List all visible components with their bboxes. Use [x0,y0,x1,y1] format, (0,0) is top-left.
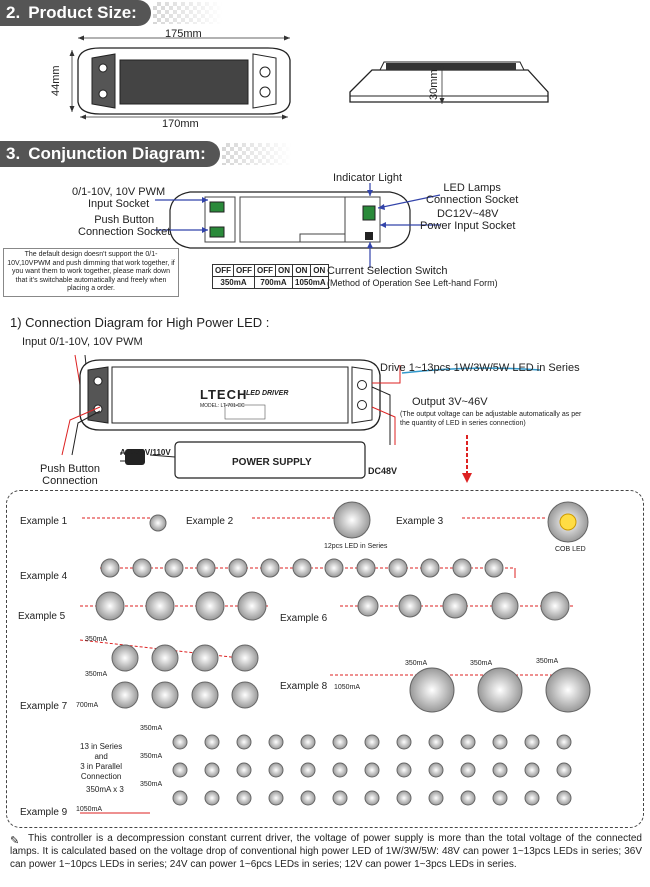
connection-heading: 1) Connection Diagram for High Power LED… [10,315,270,330]
dim-top-width: 175mm [165,28,202,40]
label-led-socket: LED Lamps Connection Socket [426,182,519,206]
label-350ma-b: 350mA [85,671,108,678]
label-current-switch-sub: (Method of Operation See Left-hand Form) [327,278,498,288]
table-cell: ON [292,264,311,277]
product-size-drawing [69,35,549,120]
checker-decoration [221,143,292,165]
example-7-label: Example 7 [20,701,68,712]
table-cell: ON [275,264,293,277]
table-cell: ON [309,264,329,277]
section-number: 3. [6,144,21,163]
label-drive: Drive 1~13pcs 1W/3W/5W LED in Series [380,362,580,374]
label-input: Input 0/1-10V, 10V PWM [22,336,143,348]
label-12pcs: 12pcs LED in Series [324,543,388,550]
label-350ma-x3: 350mA x 3 [86,785,124,794]
example-6-label: Example 6 [280,613,328,624]
table-cell: 700mA [254,276,293,289]
label-cob: COB LED [555,546,586,553]
label-current-switch: Current Selection Switch [327,265,448,277]
brand-label: LTECH [200,387,248,402]
label-power-socket: DC12V~48V Power Input Socket [420,208,516,232]
label-700ma: 700mA [76,702,99,709]
example-4-label: Example 4 [20,571,68,582]
table-cell: 350mA [212,276,255,289]
section-heading-product-size: 2. Product Size: [0,0,223,26]
table-cell: 1050mA [292,276,329,289]
label-350ma-a: 350mA [85,636,108,643]
label-350ma-h: 350mA [140,781,163,788]
label-350ma-d: 350mA [470,660,493,667]
section-heading-conjunction: 3. Conjunction Diagram: [0,141,292,167]
connection-drawing [61,354,541,483]
label-push: Push Button Connection [40,463,100,487]
section-number: 2. [6,3,21,22]
table-cell: OFF [233,264,255,277]
note-icon: ✎ [10,835,20,847]
label-input-socket: 0/1-10V, 10V PWM Input Socket [72,186,166,210]
section-pill: 3. Conjunction Diagram: [0,141,220,167]
dim-height: 44mm [50,65,62,96]
example-2-label: Example 2 [186,516,234,527]
section-title: Product Size: [28,3,137,22]
label-power-supply: POWER SUPPLY [232,457,312,468]
example-5-label: Example 5 [18,611,66,622]
label-output-note: (The output voltage can be adjustable au… [400,411,582,427]
examples-drawing [79,501,591,814]
model-label: MODEL: LT-701-CC [200,403,245,409]
label-350ma-e: 350mA [536,658,559,665]
note-default-design: The default design doesn't support the 0… [3,248,179,297]
label-1050ma-a: 1050mA [334,684,361,691]
example-8-label: Example 8 [280,681,328,692]
example-9-label: Example 9 [20,807,68,818]
label-1050ma-b: 1050mA [76,806,103,813]
section-pill: 2. Product Size: [0,0,151,26]
table-cell: OFF [254,264,276,277]
label-350ma-g: 350mA [140,753,163,760]
label-350ma-f: 350mA [140,725,163,732]
bottom-note: This controller is a decompression const… [10,833,642,870]
label-series: 13 in Series and 3 in Parallel Connectio… [80,742,123,781]
label-output: Output 3V~46V [412,396,488,408]
current-table: OFF OFF OFF ON ON ON 350mA 700mA 1050mA [212,264,329,289]
checker-decoration [152,2,223,24]
label-dc: DC48V [368,466,398,476]
section-title: Conjunction Diagram: [28,144,206,163]
example-1-label: Example 1 [20,516,68,527]
label-push-socket: Push Button Connection Socket [78,214,171,238]
driver-label: LED DRIVER [246,390,289,397]
label-350ma-c: 350mA [405,660,428,667]
label-ac: AC220V/110V [120,448,171,457]
conjunction-drawing [155,183,441,268]
table-cell: OFF [212,264,234,277]
examples-box [6,490,644,828]
label-indicator: Indicator Light [333,172,403,184]
dim-bottom-width: 170mm [162,118,199,130]
dim-side-height: 30mm [428,69,440,100]
example-3-label: Example 3 [396,516,444,527]
